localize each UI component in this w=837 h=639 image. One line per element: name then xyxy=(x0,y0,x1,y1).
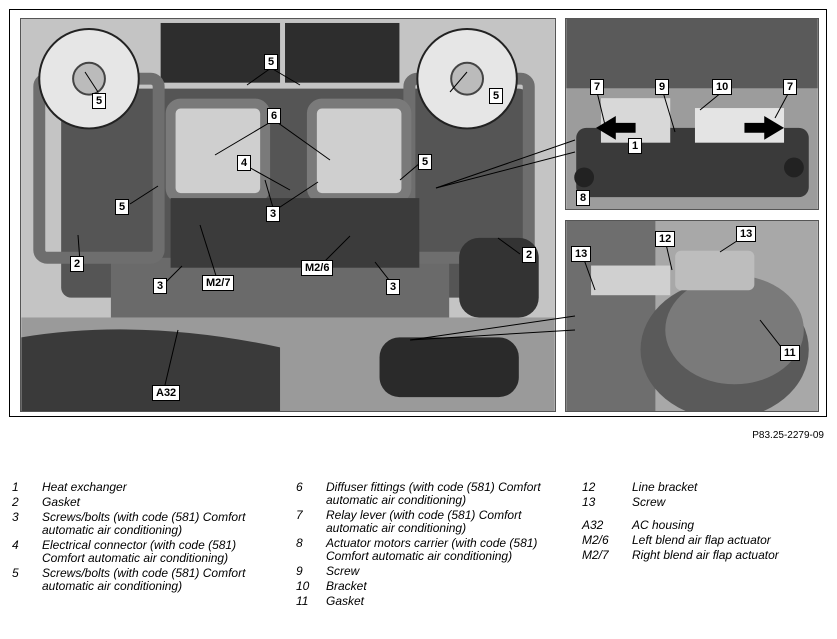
callout-main-3-center: 3 xyxy=(266,206,281,222)
legend-spacer xyxy=(582,511,837,519)
callout-main-5-mid-right: 5 xyxy=(418,154,433,170)
callout-main-m2-7: M2/7 xyxy=(202,275,235,291)
main-photo-ac-housing xyxy=(20,18,556,412)
callout-main-2-right: 2 xyxy=(522,247,537,263)
callout-main-5-right: 5 xyxy=(489,88,504,104)
callout-br-12: 12 xyxy=(655,231,676,247)
callout-tr-9: 9 xyxy=(655,79,670,95)
detail-photo-heat-exchanger-drawing xyxy=(566,19,818,209)
callout-main-5-mid-left: 5 xyxy=(115,199,130,215)
callout-tr-10: 10 xyxy=(712,79,733,95)
callout-main-3-left: 3 xyxy=(153,278,168,294)
figure-reference-code: P83.25-2279-09 xyxy=(752,430,824,441)
callout-main-4: 4 xyxy=(237,155,252,171)
callout-main-5-top: 5 xyxy=(264,54,279,70)
detail-photo-line-bracket-drawing xyxy=(566,221,818,411)
callout-main-2-left: 2 xyxy=(70,256,85,272)
callout-main-6: 6 xyxy=(267,108,282,124)
callout-tr-8: 8 xyxy=(576,190,591,206)
callout-main-a32: A32 xyxy=(152,385,181,401)
callout-tr-7-right: 7 xyxy=(783,79,798,95)
callout-br-13-left: 13 xyxy=(571,246,592,262)
callout-br-11: 11 xyxy=(780,345,800,361)
main-photo-drawing xyxy=(21,19,555,411)
callout-tr-1: 1 xyxy=(628,138,643,154)
callout-main-5-left: 5 xyxy=(92,93,107,109)
figure-frame xyxy=(9,9,827,417)
callout-tr-7-left: 7 xyxy=(590,79,605,95)
callout-br-13-right: 13 xyxy=(736,226,757,242)
detail-photo-heat-exchanger xyxy=(565,18,819,210)
detail-photo-line-bracket xyxy=(565,220,819,412)
callout-main-m2-6: M2/6 xyxy=(301,260,334,276)
callout-main-3-right: 3 xyxy=(386,279,401,295)
